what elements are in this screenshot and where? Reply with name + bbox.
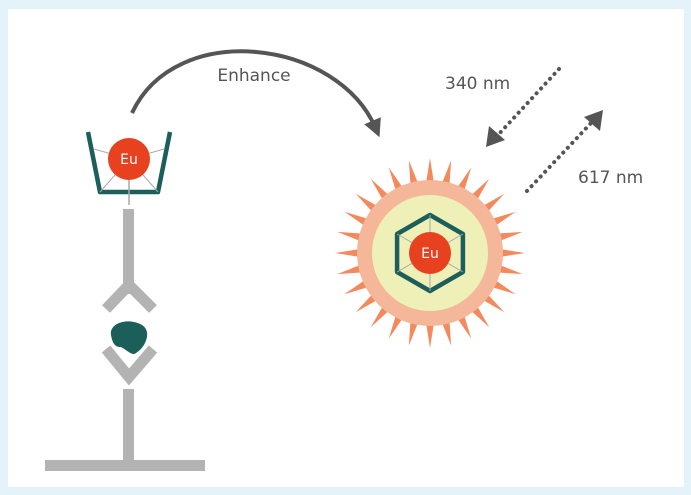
ray: [425, 318, 435, 348]
assay-diagram: Eu Enhance Eu 340 nm 617 nm: [45, 49, 643, 471]
europium-ion-right: [409, 232, 451, 274]
arrowhead-icon: [486, 126, 505, 147]
arrowhead-icon: [584, 110, 603, 131]
enhance-label: Enhance: [217, 66, 290, 86]
diagram-canvas: Eu Enhance Eu 340 nm 617 nm: [8, 9, 684, 487]
curved-arrow-icon: [130, 49, 381, 138]
fluorescent-complex: Eu: [335, 158, 525, 348]
detection-antibody: [102, 209, 157, 313]
excitation-arrow: [486, 67, 561, 147]
emission-wavelength-label: 617 nm: [578, 168, 643, 188]
ray: [335, 248, 365, 258]
surface-plate: [45, 460, 205, 471]
europium-label-right: Eu: [421, 246, 439, 262]
europium-label-left: Eu: [120, 152, 138, 168]
capture-antibody: [101, 345, 158, 461]
antigen-blob-icon: [110, 321, 148, 354]
europium-ion-left: [108, 138, 150, 180]
ray: [425, 158, 435, 188]
excitation-wavelength-label: 340 nm: [445, 74, 510, 94]
emission-arrow: [525, 110, 603, 193]
ray: [495, 248, 525, 258]
